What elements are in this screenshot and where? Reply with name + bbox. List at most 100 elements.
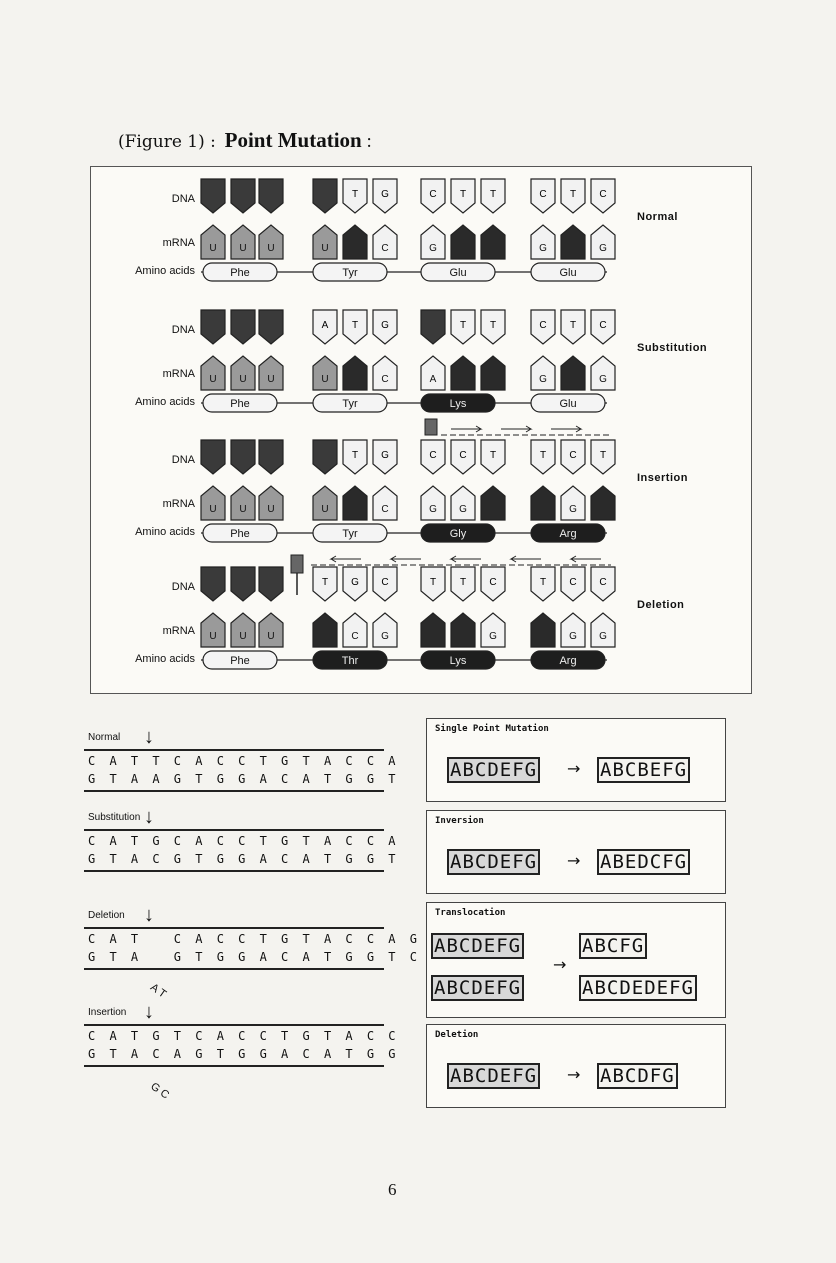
dna-label: DNA — [171, 193, 195, 205]
dna-nucleotide — [590, 439, 616, 475]
dna-base-letter: C — [599, 577, 606, 588]
dna-base-letter: T — [430, 577, 436, 588]
mrna-nucleotide — [230, 224, 256, 260]
figure-heading: (Figure 1) : Point Mutation : — [118, 128, 372, 153]
bottom-strand-sequence: G T A A G T G G A C A T G G T — [88, 772, 400, 786]
amino-acid-name: Phe — [230, 267, 250, 279]
dna-base-letter: C — [599, 320, 606, 331]
shift-left-arrow — [449, 555, 481, 563]
mrna-nucleotide — [258, 612, 284, 648]
amino-acid-bubble — [530, 393, 606, 413]
amino-acid-bubble — [202, 262, 278, 282]
sequence-title: Normal — [88, 732, 121, 743]
mrna-nucleotide — [560, 355, 586, 391]
shift-right-arrow — [451, 425, 483, 433]
mrna-base-letter: C — [381, 374, 388, 385]
mrna-base-letter: G — [569, 631, 577, 642]
amino-acid-name: Glu — [449, 267, 466, 279]
figure-title: Point Mutation — [224, 128, 362, 152]
mrna-base-letter: U — [321, 504, 328, 515]
amino-acid-bubble — [202, 393, 278, 413]
mutation-type-label: Substitution — [637, 342, 708, 354]
mrna-base-letter: G — [539, 374, 547, 385]
mrna-nucleotide — [372, 485, 398, 521]
deleted-bases-annotation: A T — [148, 981, 169, 1001]
mrna-nucleotide — [450, 612, 476, 648]
strand-rule — [84, 749, 384, 751]
dna-base-letter: T — [460, 320, 466, 331]
dna-base-letter: C — [539, 189, 546, 200]
amino-acid-name: Lys — [450, 398, 467, 410]
mrna-label: mRNA — [162, 498, 195, 510]
mrna-nucleotide — [530, 612, 556, 648]
dna-base-letter: T — [540, 450, 546, 461]
amino-acid-bubble — [420, 262, 496, 282]
amino-acid-bubble — [312, 650, 388, 670]
dna-base-letter: T — [490, 450, 496, 461]
mrna-nucleotide — [450, 485, 476, 521]
mrna-base-letter: U — [239, 374, 246, 385]
amino-acid-bubble — [420, 650, 496, 670]
transform-arrow: → — [567, 851, 581, 870]
shift-left-arrow — [569, 555, 601, 563]
mrna-label: mRNA — [162, 237, 195, 249]
dna-nucleotide — [420, 566, 446, 602]
dna-base-letter: T — [490, 320, 496, 331]
dna-nucleotide — [560, 439, 586, 475]
amino-acid-name: Tyr — [342, 267, 358, 279]
dna-nucleotide — [590, 309, 616, 345]
mutation-type-label: Normal — [637, 211, 678, 223]
dna-nucleotide — [342, 178, 368, 214]
dna-base-letter: C — [539, 320, 546, 331]
figure-title-suffix: : — [366, 131, 372, 152]
dna-nucleotide — [200, 309, 226, 345]
dna-base-letter: C — [569, 450, 576, 461]
dna-nucleotide — [480, 439, 506, 475]
mrna-nucleotide — [420, 355, 446, 391]
dna-nucleotide — [560, 566, 586, 602]
mrna-nucleotide — [342, 224, 368, 260]
mutation-type-label: Insertion — [637, 472, 688, 484]
dna-base-letter: C — [599, 189, 606, 200]
dna-nucleotide — [258, 439, 284, 475]
dna-nucleotide — [560, 178, 586, 214]
top-strand-sequence: C A T T C A C C T G T A C C A — [88, 754, 400, 768]
dna-nucleotide — [450, 309, 476, 345]
dna-nucleotide — [450, 439, 476, 475]
strand-rule — [84, 790, 384, 792]
dna-nucleotide — [372, 439, 398, 475]
mrna-nucleotide — [420, 612, 446, 648]
mrna-nucleotide — [590, 224, 616, 260]
amino-acid-name: Tyr — [342, 528, 358, 540]
mrna-base-letter: U — [209, 631, 216, 642]
amino-acid-name: Arg — [559, 655, 576, 667]
mrna-nucleotide — [230, 612, 256, 648]
mrna-nucleotide — [258, 224, 284, 260]
amino-acid-name: Gly — [450, 528, 467, 540]
mrna-nucleotide — [258, 485, 284, 521]
dna-nucleotide — [312, 178, 338, 214]
amino-acid-name: Glu — [559, 267, 576, 279]
mrna-nucleotide — [560, 224, 586, 260]
mrna-base-letter: U — [209, 243, 216, 254]
dna-nucleotide — [480, 566, 506, 602]
transform-arrow: → — [553, 955, 567, 974]
inserted-base-marker — [424, 418, 438, 436]
chromosome-after: ABCFG — [579, 933, 648, 959]
dna-base-letter: G — [351, 577, 359, 588]
dna-nucleotide — [480, 309, 506, 345]
transform-arrow: → — [567, 1065, 581, 1084]
mrna-base-letter: G — [599, 243, 607, 254]
dna-nucleotide — [258, 309, 284, 345]
mrna-base-letter: G — [381, 631, 389, 642]
mrna-base-letter: U — [209, 374, 216, 385]
mrna-base-letter: U — [267, 374, 274, 385]
chromosome-box-title: Single Point Mutation — [435, 724, 549, 734]
strand-rule — [84, 927, 384, 929]
top-strand-sequence: C A T G C A C C T G T A C C A — [88, 834, 400, 848]
mrna-nucleotide — [200, 485, 226, 521]
inserted-bases-annotation: G C — [148, 1080, 172, 1102]
mrna-nucleotide — [590, 612, 616, 648]
amino-acid-bubble — [312, 393, 388, 413]
